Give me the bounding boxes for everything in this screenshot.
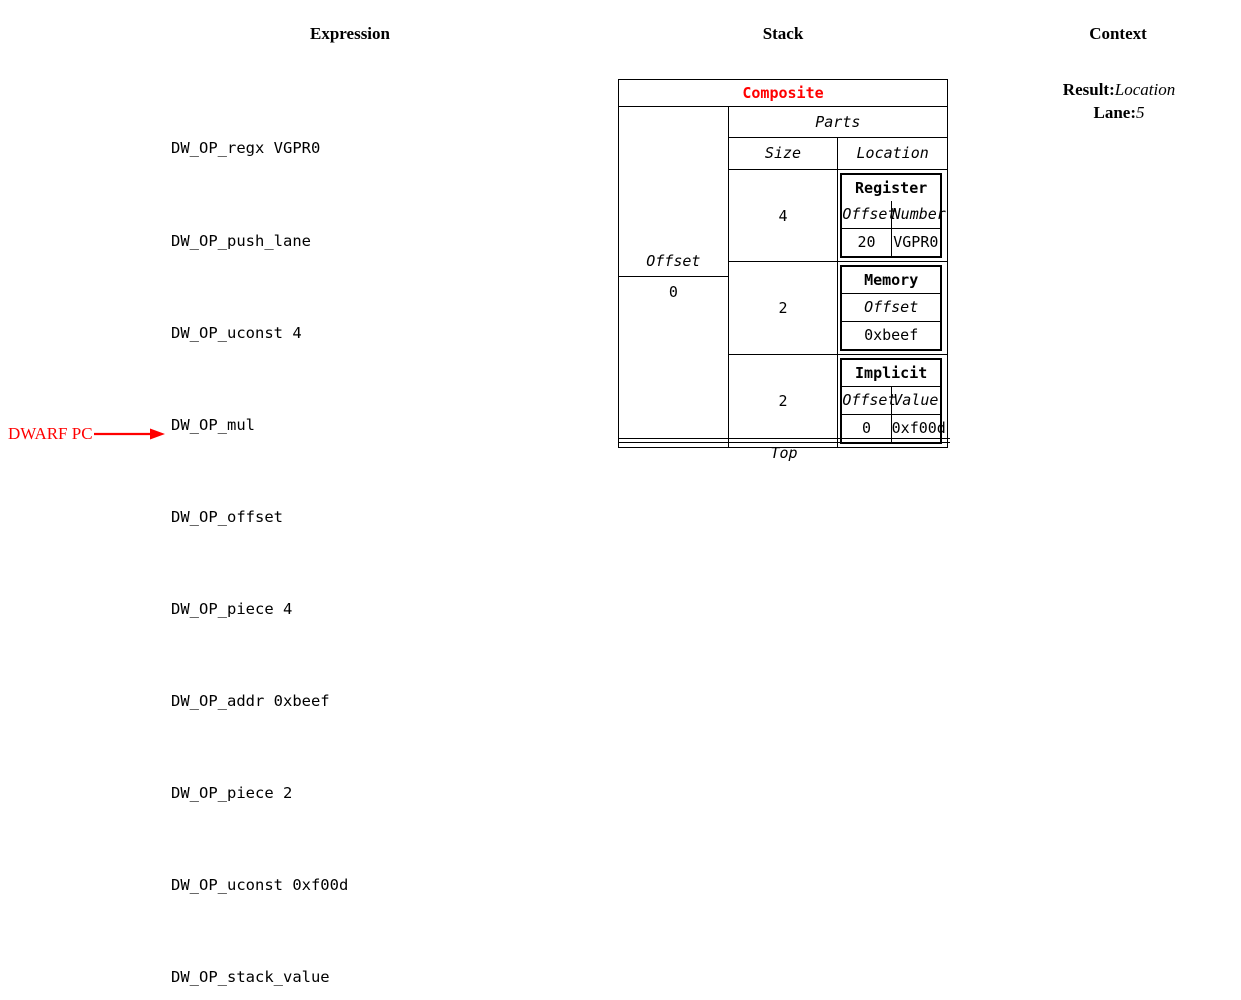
- expression-line: DW_OP_offset: [171, 507, 283, 526]
- stack-bottom-divider: [618, 438, 950, 443]
- expression-line: DW_OP_uconst 4: [171, 323, 302, 342]
- location-field-value: 20: [841, 228, 892, 257]
- location-field-header: Offset: [841, 386, 897, 415]
- offset-column-value: 0: [668, 283, 678, 301]
- stack-entry-title: Composite: [618, 79, 948, 107]
- parts-column-header: Parts: [728, 106, 948, 138]
- register-location-table: Register Offset Number 20 VGPR0: [840, 173, 946, 258]
- expression-line: DW_OP_stack_value: [171, 968, 330, 987]
- location-field-header: Number: [891, 201, 946, 229]
- page-title-stack: Stack: [762, 24, 804, 43]
- location-field-header: Value: [891, 386, 941, 415]
- size-column-header: Size: [728, 137, 839, 170]
- stack-bottom-label: Top: [770, 444, 798, 462]
- context-entry-value: Location: [1114, 80, 1176, 99]
- location-kind: Implicit: [841, 358, 941, 387]
- location-column-header: Location: [837, 137, 948, 170]
- part-row: 4 Register Offset Number 20 VGPR0: [619, 169, 948, 262]
- dwarf-pc-marker: DWARF PC: [8, 424, 166, 444]
- part-location: Memory Offset 0xbeef: [837, 261, 948, 355]
- expression-line: DW_OP_regx VGPR0: [171, 139, 321, 158]
- offset-column-header: Offset: [619, 246, 728, 277]
- location-field-value: 0xbeef: [841, 321, 941, 350]
- composite-location-table: Composite Offset 0 Parts Size Location 4…: [618, 79, 948, 448]
- memory-location-table: Memory Offset 0xbeef: [840, 265, 942, 351]
- part-row: 2 Memory Offset 0xbeef: [619, 261, 948, 355]
- expression-line: DW_OP_addr 0xbeef: [171, 691, 330, 710]
- expression-listing: DW_OP_regx VGPR0 DW_OP_push_lane DW_OP_u…: [171, 72, 348, 1000]
- offset-column: Offset 0: [618, 106, 729, 448]
- part-location: Register Offset Number 20 VGPR0: [838, 170, 948, 262]
- context-entry-key: Lane:: [1093, 103, 1137, 122]
- right-arrow-icon: [93, 428, 165, 440]
- part-row: 2 Implicit Offset Value 0 0xf00d: [619, 354, 948, 448]
- location-kind: Memory: [841, 265, 941, 294]
- part-location: Implicit Offset Value 0 0xf00d: [837, 354, 948, 448]
- context-entry-value: 5: [1136, 103, 1145, 122]
- context-entry-key: Result:: [1062, 80, 1115, 99]
- part-size: 4: [728, 169, 839, 262]
- expression-line: DW_OP_uconst 0xf00d: [171, 876, 349, 895]
- expression-line: DW_OP_mul: [171, 415, 255, 434]
- page-title-expression: Expression: [310, 24, 390, 43]
- page-title-context: Context: [1089, 24, 1147, 43]
- stack-diagram: Composite Offset 0 Parts Size Location 4…: [618, 79, 948, 448]
- context-entry: Result:Location: [1008, 78, 1230, 101]
- dwarf-pc-label: DWARF PC: [8, 424, 93, 443]
- expression-line: DW_OP_push_lane: [171, 231, 311, 250]
- implicit-location-table: Implicit Offset Value 0 0xf00d: [840, 358, 946, 444]
- location-field-header: Offset: [841, 293, 941, 322]
- location-kind: Register: [855, 179, 928, 197]
- context-listing: Result:Location Lane:5: [1008, 78, 1230, 124]
- location-field-value: VGPR0: [893, 233, 939, 251]
- expression-line: DW_OP_piece 4: [171, 599, 293, 618]
- part-size: 2: [728, 354, 839, 448]
- expression-line: DW_OP_piece 2: [171, 784, 293, 803]
- context-entry: Lane:5: [1008, 101, 1230, 124]
- location-field-header: Offset: [841, 201, 897, 229]
- part-size: 2: [728, 261, 839, 355]
